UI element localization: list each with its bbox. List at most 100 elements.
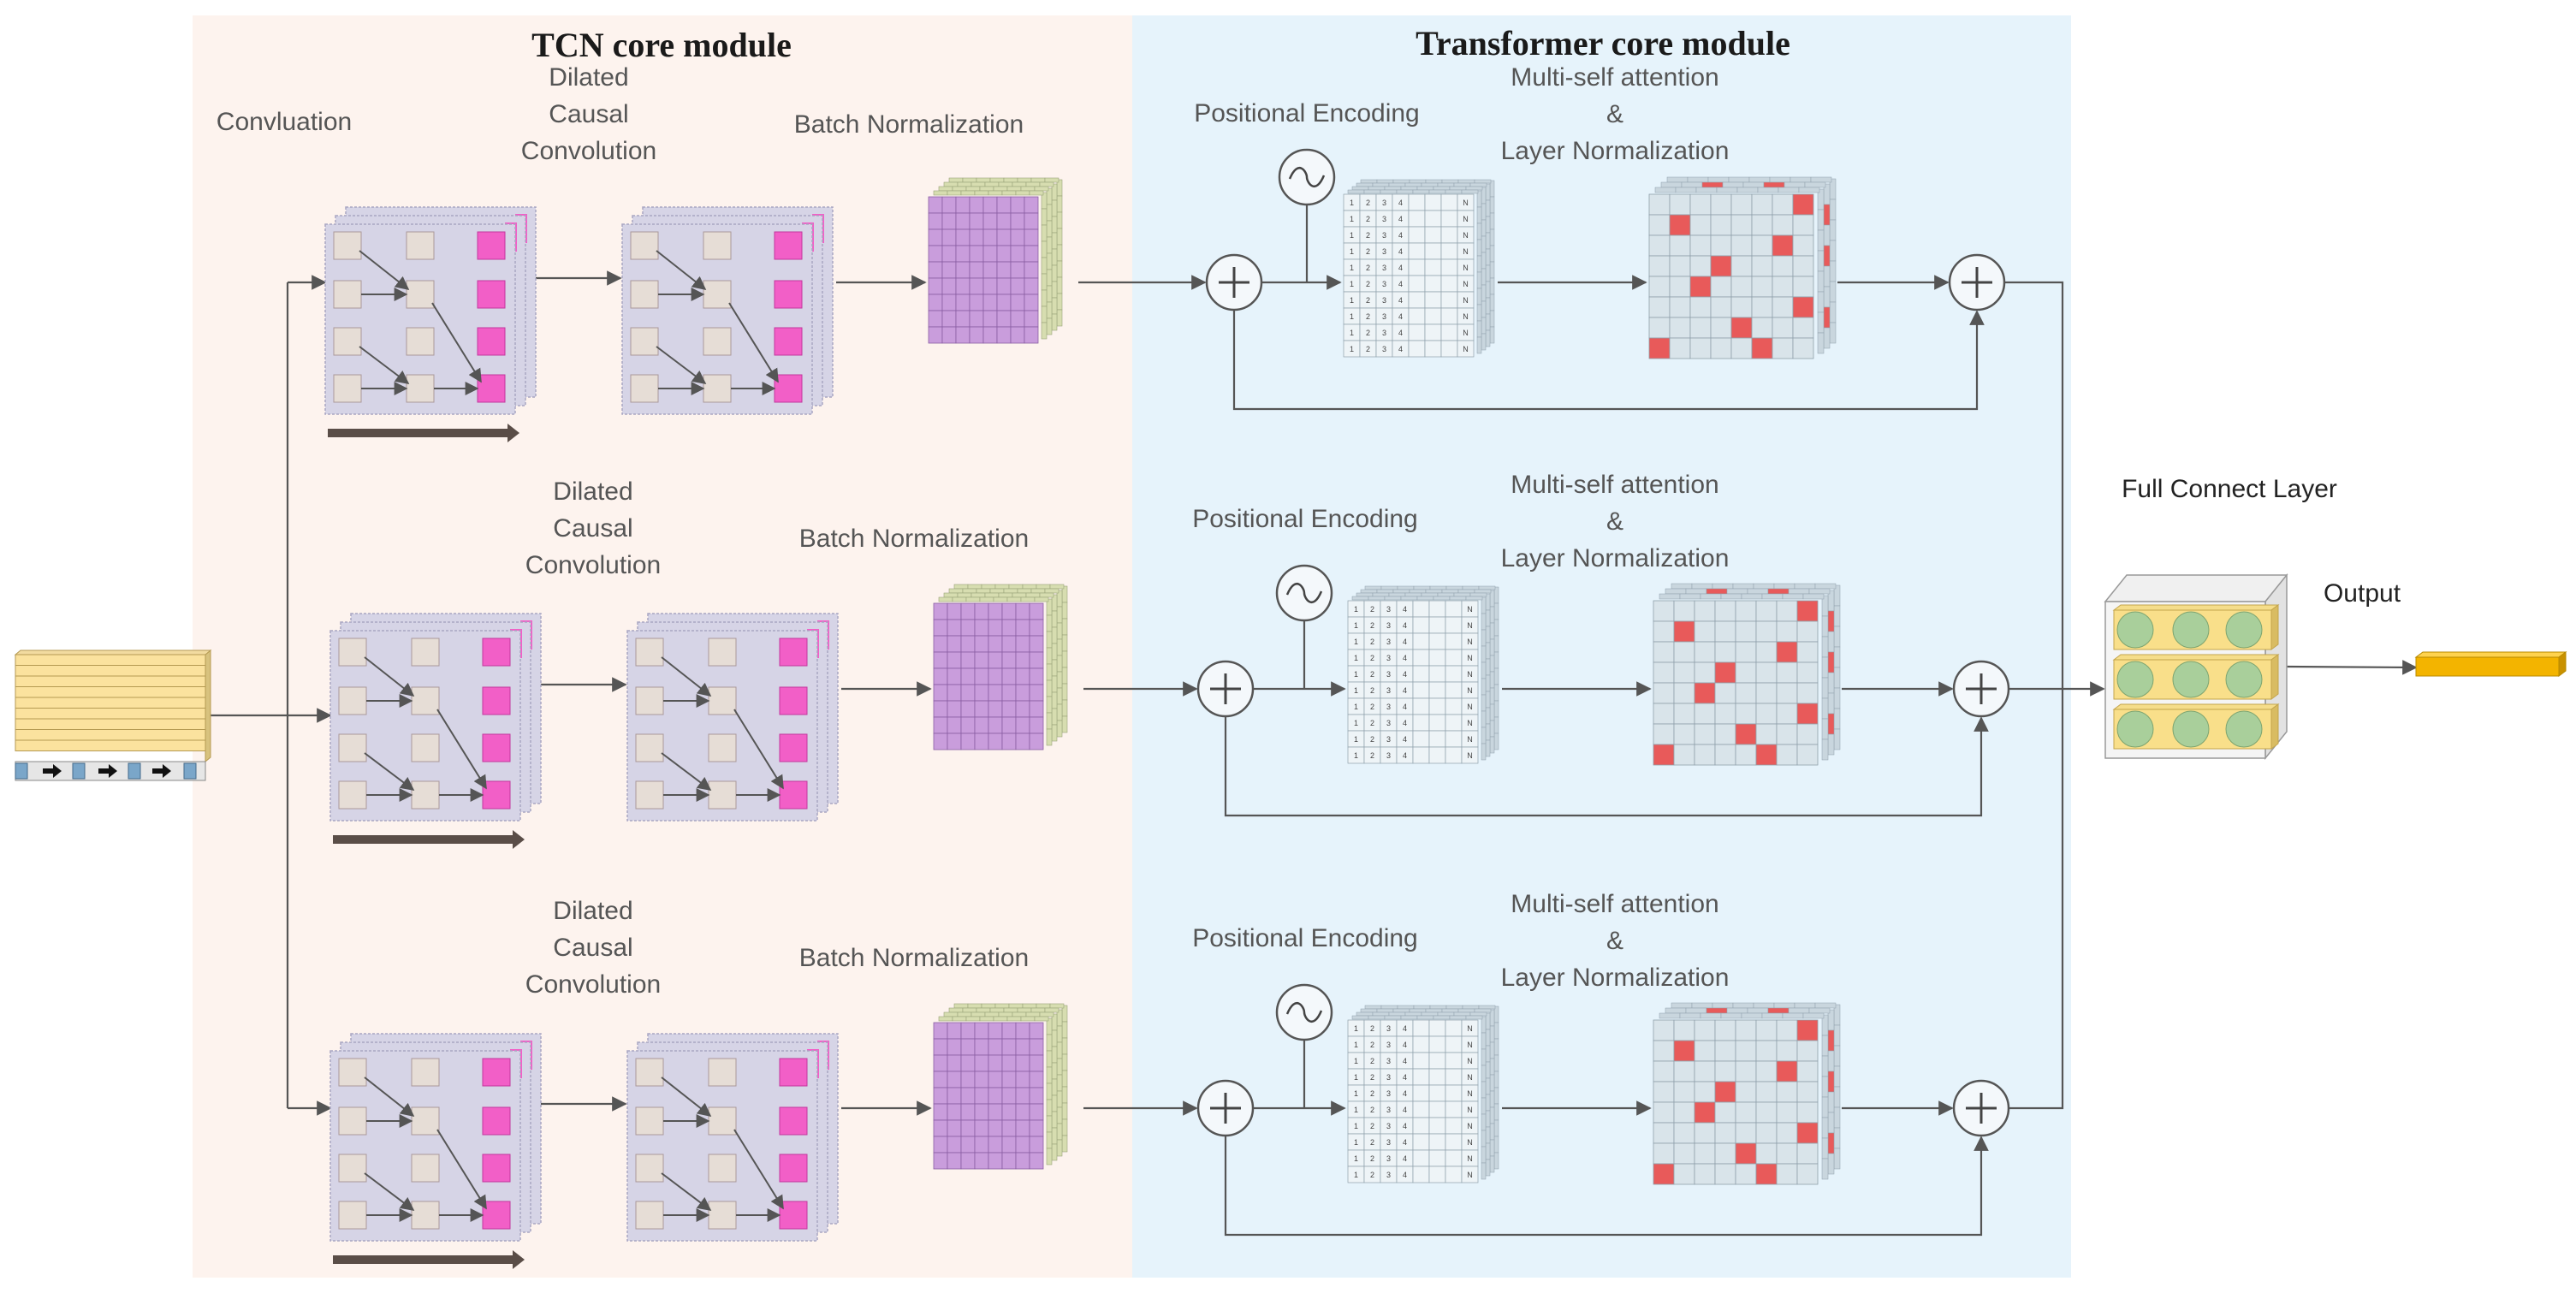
grid-index-label: 4 [1403, 1024, 1407, 1033]
grid-index-label: 4 [1403, 1041, 1407, 1049]
grid-index-label: 3 [1386, 654, 1391, 662]
msa-label-line2: & [1606, 100, 1623, 128]
grid-index-label: 4 [1403, 1073, 1407, 1082]
hidden-node [708, 733, 737, 762]
output-node [477, 374, 506, 403]
output-node [482, 638, 511, 667]
msa-label-line2: & [1606, 927, 1623, 955]
direction-arrow-2 [333, 830, 525, 849]
grid-index-label: 4 [1403, 638, 1407, 646]
grid-index-label: N [1467, 1041, 1473, 1049]
grid-index-label: N [1463, 215, 1469, 223]
grid-index-label: N [1467, 1122, 1473, 1130]
grid-index-label: 3 [1386, 735, 1391, 744]
grid-index-label: 2 [1366, 280, 1370, 288]
input-node [635, 1058, 664, 1087]
positional-encoding-sine-icon-1 [1278, 148, 1336, 206]
grid-index-label: N [1467, 670, 1473, 679]
grid-index-label: 3 [1386, 1138, 1391, 1147]
grid-index-label: N [1467, 654, 1473, 662]
output-node [482, 1201, 511, 1230]
grid-index-label: 3 [1386, 1024, 1391, 1033]
input-node [338, 1106, 367, 1136]
output-node [482, 780, 511, 810]
grid-index-label: 1 [1354, 1041, 1358, 1049]
hidden-node [406, 327, 435, 356]
grid-index-label: 1 [1350, 231, 1354, 240]
hidden-node [411, 638, 440, 667]
grid-index-label: N [1467, 605, 1473, 614]
grid-index-label: N [1467, 1057, 1473, 1065]
msa-label-line3: Layer Normalization [1501, 137, 1730, 165]
grid-index-label: 1 [1354, 1089, 1358, 1098]
grid-index-label: 4 [1403, 605, 1407, 614]
input-node [630, 231, 659, 260]
output-node [779, 1154, 808, 1183]
dilated-label-line1: Dilated [549, 63, 628, 92]
grid-index-label: 1 [1350, 329, 1354, 337]
grid-index-label: 3 [1382, 247, 1386, 256]
grid-index-label: 4 [1398, 345, 1403, 353]
direction-arrow-3 [333, 1250, 525, 1269]
dilated-conv-block-1 [621, 206, 834, 415]
output-node [779, 780, 808, 810]
hidden-node [708, 1201, 737, 1230]
grid-index-label: 3 [1386, 621, 1391, 630]
grid-index-label: N [1467, 1073, 1473, 1082]
grid-index-label: N [1467, 703, 1473, 711]
neuron [2116, 661, 2154, 698]
output-node [482, 686, 511, 715]
grid-index-label: N [1467, 1106, 1473, 1114]
grid-index-label: 2 [1370, 670, 1374, 679]
dilated-conv-block-2 [626, 613, 839, 822]
grid-index-label: 4 [1403, 735, 1407, 744]
direction-arrow-1 [328, 424, 519, 442]
grid-index-label: 2 [1366, 215, 1370, 223]
connector-line [2004, 281, 2064, 1110]
dilated-label-line3: Convolution [525, 551, 661, 579]
grid-index-label: 1 [1354, 1171, 1358, 1179]
input-node [338, 638, 367, 667]
grid-index-label: N [1467, 1089, 1473, 1098]
msa-label-line2: & [1606, 507, 1623, 536]
connector-lines [205, 205, 2418, 1237]
output-node [779, 686, 808, 715]
dilated-label-line1: Dilated [553, 897, 632, 925]
grid-index-label: 3 [1382, 199, 1386, 207]
add-circle-right-2 [1952, 660, 2010, 718]
grid-index-label: N [1463, 312, 1469, 321]
grid-index-label: 1 [1354, 735, 1358, 744]
grid-index-label: 4 [1403, 703, 1407, 711]
grid-index-label: 4 [1403, 670, 1407, 679]
full-connect-layer-block [2104, 572, 2288, 761]
grid-index-label: 2 [1370, 654, 1374, 662]
output-node [779, 1106, 808, 1136]
grid-index-label: 4 [1398, 215, 1403, 223]
output-node [477, 231, 506, 260]
grid-index-label: 2 [1366, 199, 1370, 207]
grid-index-label: 1 [1354, 1073, 1358, 1082]
grid-index-label: N [1463, 345, 1469, 353]
grid-index-label: 3 [1386, 605, 1391, 614]
grid-index-label: 4 [1403, 654, 1407, 662]
grid-index-label: 4 [1403, 1122, 1407, 1130]
grid-index-label: 1 [1350, 199, 1354, 207]
grid-index-label: 1 [1354, 719, 1358, 727]
conv-block-1 [324, 206, 537, 415]
input-node [630, 374, 659, 403]
output-node [482, 733, 511, 762]
grid-index-label: 1 [1354, 1106, 1358, 1114]
hidden-node [406, 374, 435, 403]
output-node [482, 1154, 511, 1183]
output-node [779, 638, 808, 667]
grid-index-label: 4 [1403, 621, 1407, 630]
output-node [774, 327, 803, 356]
grid-index-label: 4 [1398, 264, 1403, 272]
hidden-node [411, 1106, 440, 1136]
hidden-node [708, 780, 737, 810]
hidden-node [708, 1106, 737, 1136]
grid-index-label: 3 [1386, 1089, 1391, 1098]
